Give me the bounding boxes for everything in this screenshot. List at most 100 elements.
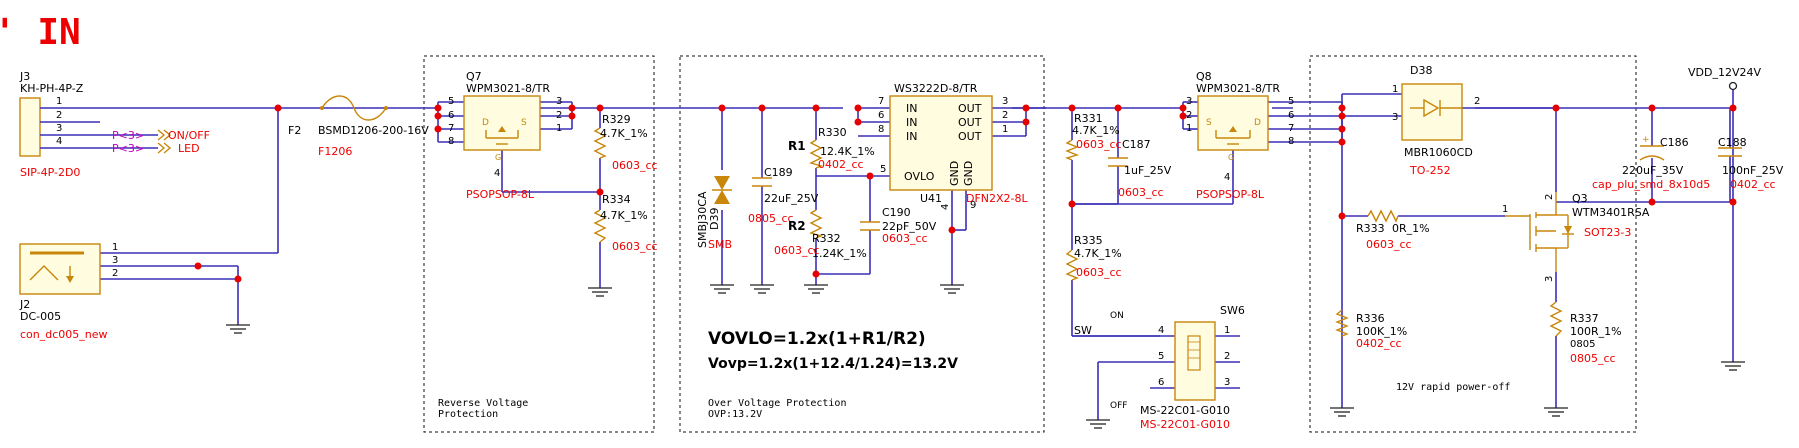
- schematic-label: 1: [1224, 325, 1230, 336]
- schematic-label: 6: [1158, 377, 1164, 388]
- j2-ref: J2: [19, 298, 30, 311]
- q7-pin: 6: [448, 110, 454, 121]
- j2-pin: 3: [112, 255, 118, 266]
- schematic-label: D: [1254, 118, 1261, 128]
- resistor-r329: R329 4.7K_1% 0603_cc: [593, 113, 658, 172]
- schematic-label: MS-22C01-G010: [1140, 418, 1230, 431]
- resistor-r336: R336 100K_1% 0402_cc: [1335, 309, 1407, 350]
- section-label-reverse: Protection: [438, 409, 498, 420]
- j2-pin: 2: [112, 268, 118, 279]
- schematic-label: 1: [1502, 204, 1508, 215]
- schematic-label: OUT: [958, 116, 982, 129]
- led-label: LED: [178, 142, 200, 155]
- schematic-label: 4.7K_1%: [600, 209, 648, 222]
- j3-pin: 4: [56, 136, 62, 147]
- net-label-p3: P<3>: [112, 129, 144, 142]
- schematic-label: C186: [1660, 136, 1689, 149]
- ovp-frame: [679, 55, 1045, 433]
- schematic-label: IN: [906, 130, 917, 143]
- schematic-label: MBR1060CD: [1404, 146, 1473, 159]
- vdd-port: VDD_12V24V: [1688, 66, 1761, 91]
- schematic-label: 1.24K_1%: [812, 247, 867, 260]
- j3-footprint: SIP-4P-2D0: [20, 166, 80, 179]
- schematic-label: R2: [788, 219, 806, 233]
- schematic-label: R333: [1356, 222, 1385, 235]
- schematic-label: R1: [788, 139, 806, 153]
- power-off-frame: [1309, 55, 1637, 433]
- schematic-label: C190: [882, 206, 911, 219]
- schematic-label: C187: [1122, 138, 1151, 151]
- schematic-label: GND: [948, 161, 961, 186]
- formula-vovlo: VOVLO=1.2x(1+R1/R2): [708, 329, 926, 349]
- schematic-label: OFF: [1110, 401, 1127, 411]
- cap-c186: + C186 220uF_35V cap_plu_smd_8x10d5: [1592, 135, 1710, 191]
- q7-pin: 1: [556, 123, 562, 134]
- schematic-label: SOT23-3: [1584, 226, 1631, 239]
- schematic-label: 2: [1186, 110, 1192, 121]
- section-label-ovp: Over Voltage Protection: [708, 398, 846, 409]
- schematic-label: 8: [1288, 136, 1294, 147]
- q7-part: WPM3021-8/TR: [466, 82, 550, 95]
- schematic-label: 0805: [1570, 339, 1595, 350]
- j3-connector: 1 2 3 4 J3 KH-PH-4P-Z SIP-4P-2D0 P<3> P<…: [19, 70, 210, 179]
- schematic-label: 0402_cc: [818, 158, 864, 171]
- schematic-label: WTM3401RSA: [1572, 206, 1650, 219]
- schematic-label: R332: [812, 232, 841, 245]
- section-label-ovp: OVP:13.2V: [708, 409, 762, 420]
- schematic-label: 0603_cc: [882, 232, 928, 245]
- j3-ref: J3: [19, 70, 30, 83]
- ground-symbols: [226, 284, 1745, 429]
- schematic-label: R336: [1356, 312, 1385, 325]
- schematic-label: 9: [970, 200, 976, 211]
- tvs-d39: SMBJ30CA D39 SMB: [696, 176, 732, 251]
- j2-connector: 1 3 2 J2 DC-005 con_dc005_new: [19, 242, 118, 341]
- schematic-label: 0603_cc: [612, 240, 658, 253]
- schematic-label: 2: [1544, 194, 1555, 200]
- schematic-label: ON: [1110, 311, 1124, 321]
- j3-part: KH-PH-4P-Z: [20, 82, 84, 95]
- u41-ref: U41: [920, 192, 942, 205]
- q7-d: D: [482, 118, 489, 128]
- q7-pin: 8: [448, 136, 454, 147]
- resistor-r335: R335 4.7K_1% 0603_cc: [1065, 234, 1122, 281]
- sw6-switch: 4 5 6 1 2 3 SW6 MS-22C01-G010 MS-22C01-G…: [1074, 304, 1245, 431]
- resistor-r331: R331 4.7K_1% 0603_cc: [1064, 112, 1122, 161]
- schematic-label: 3: [1224, 377, 1230, 388]
- schematic-label: MS-22C01-G010: [1140, 404, 1230, 417]
- q7-ref: Q7: [466, 70, 482, 83]
- cap-c188: C188 100nF_25V 0402_cc: [1718, 136, 1784, 191]
- schematic-label: TO-252: [1409, 164, 1451, 177]
- q7-s: S: [521, 118, 527, 128]
- schematic-label: 4.7K_1%: [1074, 247, 1122, 260]
- schematic-label: 3: [1544, 276, 1555, 282]
- fuse-f2: F2 BSMD1206-200-16V F1206: [288, 95, 429, 158]
- schematic-label: SW6: [1220, 304, 1245, 317]
- j2-footprint: con_dc005_new: [20, 328, 108, 341]
- cap-c190: C190 22pF_50V 0603_cc: [860, 206, 937, 245]
- schematic-label: 4.7K_1%: [600, 127, 648, 140]
- schematic-label: 7: [878, 96, 884, 107]
- schematic-label: D38: [1410, 64, 1432, 77]
- schematic-label: cap_plu_smd_8x10d5: [1592, 178, 1710, 191]
- d39-footprint: SMB: [708, 238, 732, 251]
- schematic-label: GND: [962, 161, 975, 186]
- schematic-label: 0402_cc: [1356, 337, 1402, 350]
- j3-pin: 2: [56, 110, 62, 121]
- vdd-label: VDD_12V24V: [1688, 66, 1761, 79]
- u41-part: WS3222D-8/TR: [894, 82, 978, 95]
- schematic-label: S: [1206, 118, 1212, 128]
- cap-c187: C187 1uF_25V 0603_cc: [1108, 138, 1172, 199]
- schematic-label: 0603_cc: [612, 159, 658, 172]
- schematic-label: OUT: [958, 102, 982, 115]
- q7-pin: 7: [448, 123, 454, 134]
- schematic-label: 0R_1%: [1392, 222, 1430, 235]
- section-label-reverse: Reverse Voltage: [438, 398, 528, 409]
- schematic-label: 2: [1474, 96, 1480, 107]
- d38-diode: 1 3 2 D38 MBR1060CD TO-252: [1392, 64, 1480, 177]
- schematic-label: 1: [1392, 84, 1398, 95]
- cap-c189: C189 22uF_25V 0805_cc: [748, 166, 819, 225]
- schematic-label: 7: [1288, 123, 1294, 134]
- schematic-label: R331: [1074, 112, 1103, 125]
- schematic-label: R330: [818, 126, 847, 139]
